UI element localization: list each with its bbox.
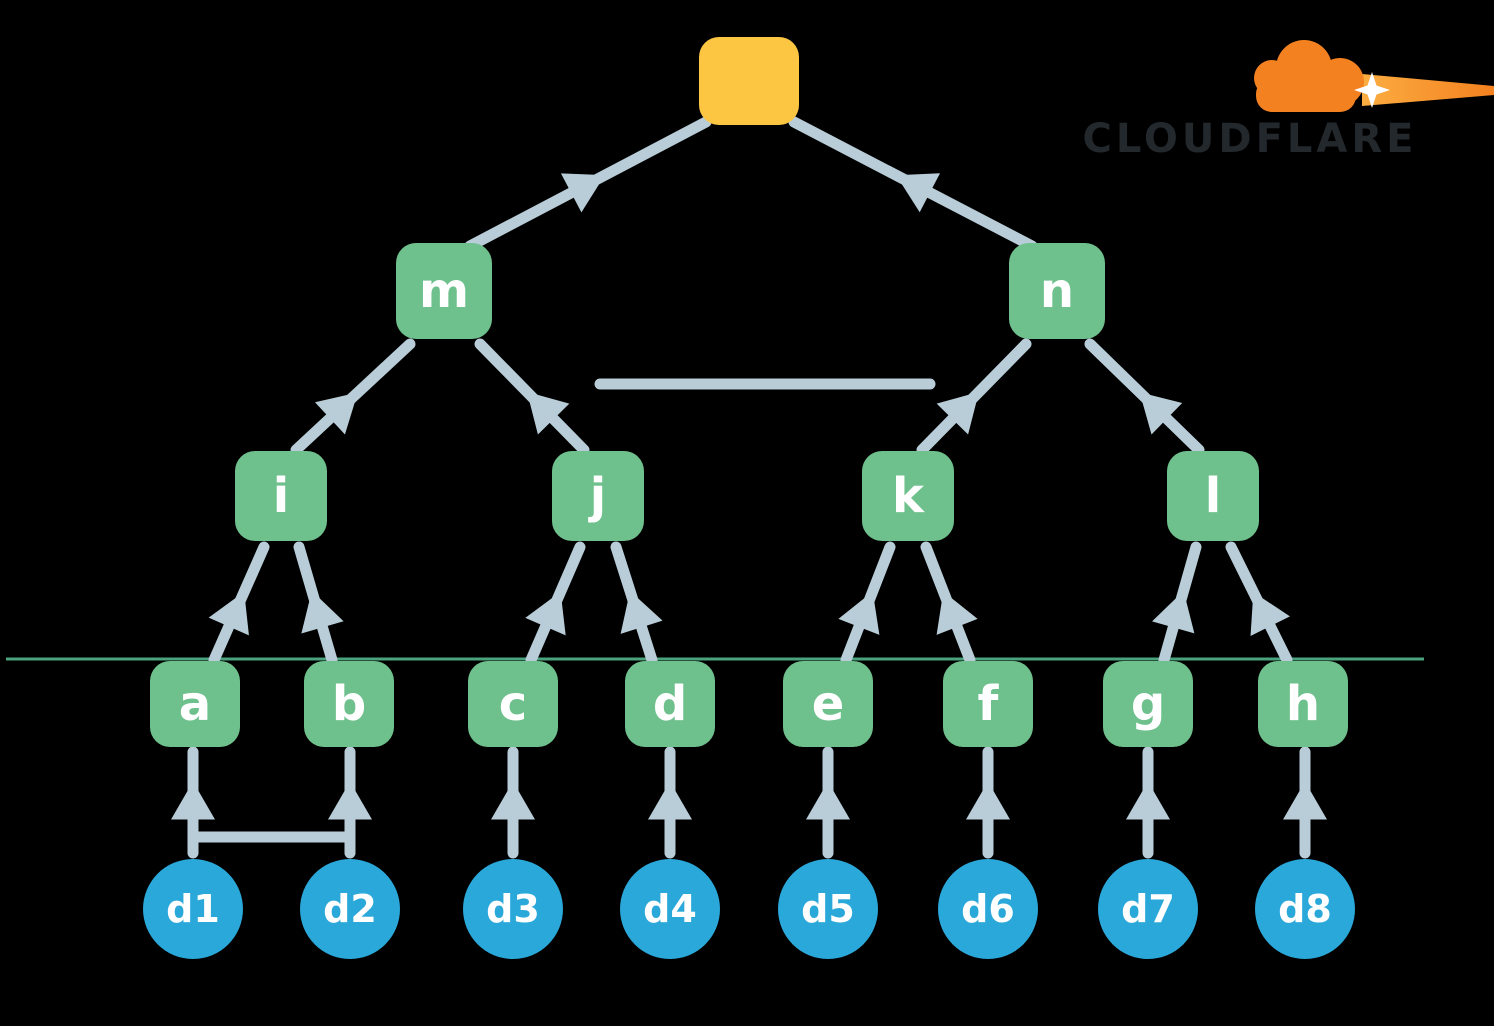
node-a: a	[150, 661, 240, 747]
node-i: i	[235, 451, 327, 541]
arrowhead-icon	[806, 781, 850, 820]
node-g: g	[1103, 661, 1193, 747]
node-k: k	[862, 451, 954, 541]
node-d3: d3	[463, 859, 563, 959]
cloudflare-wordmark: CLOUDFLARE	[1082, 116, 1418, 162]
arrowhead-icon	[328, 781, 372, 820]
node-e: e	[783, 661, 873, 747]
arrowhead-icon	[491, 781, 535, 820]
node-root	[699, 37, 799, 125]
arrowhead-icon	[896, 173, 941, 213]
cloudflare-logo	[1254, 40, 1494, 112]
arrowhead-icon	[966, 781, 1010, 820]
arrowhead-icon	[936, 391, 979, 435]
node-m: m	[396, 243, 492, 339]
node-l: l	[1167, 451, 1259, 541]
arrowhead-icon	[1139, 392, 1183, 435]
node-b: b	[304, 661, 394, 747]
node-d1: d1	[143, 859, 243, 959]
node-d8: d8	[1255, 859, 1355, 959]
node-c: c	[468, 661, 558, 747]
arrowhead-icon	[301, 590, 344, 634]
logo-trail-icon	[1362, 74, 1494, 106]
arrowhead-icon	[1152, 590, 1195, 634]
arrowhead-icon	[1250, 592, 1290, 636]
node-d7: d7	[1098, 859, 1198, 959]
node-d6: d6	[938, 859, 1038, 959]
arrowhead-icon	[171, 781, 215, 820]
arrowhead-icon	[1283, 781, 1327, 820]
arrowhead-icon	[527, 391, 570, 435]
arrowhead-icon	[1126, 781, 1170, 820]
node-n: n	[1009, 243, 1105, 339]
node-j: j	[552, 451, 644, 541]
arrowhead-icon	[838, 591, 880, 635]
arrowhead-icon	[620, 591, 663, 634]
node-f: f	[943, 661, 1033, 747]
spark-icon	[1354, 72, 1390, 108]
node-h: h	[1258, 661, 1348, 747]
arrowhead-icon	[936, 591, 978, 635]
arrowhead-icon	[208, 591, 249, 636]
node-d5: d5	[778, 859, 878, 959]
cloudflare-cloud-icon	[1254, 40, 1364, 112]
arrowhead-icon	[560, 173, 605, 213]
arrowhead-icon	[314, 392, 358, 435]
arrowhead-icon	[525, 591, 566, 636]
node-d: d	[625, 661, 715, 747]
arrowhead-icon	[648, 781, 692, 820]
node-d2: d2	[300, 859, 400, 959]
node-d4: d4	[620, 859, 720, 959]
